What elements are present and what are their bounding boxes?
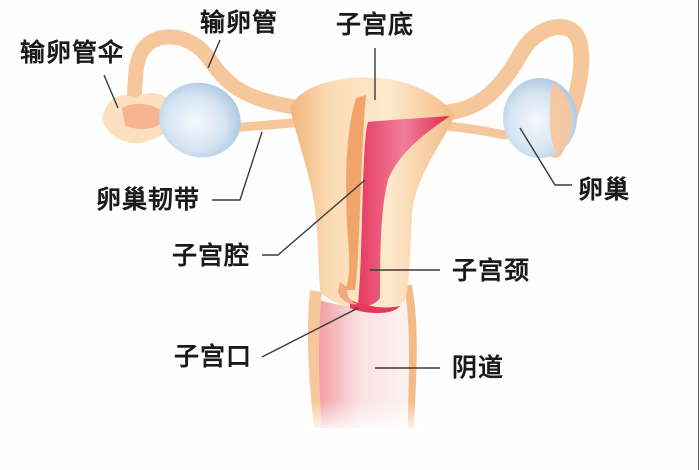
leader-uterine-cavity [262,179,366,256]
label-ovarian-ligament: 卵巢韧带 [96,185,201,214]
label-ovary: 卵巢 [578,175,631,204]
uterus [290,77,455,314]
left-fallopian-tube [122,29,308,118]
label-fundus: 子宫底 [336,10,415,39]
label-vagina: 阴道 [452,353,505,382]
leader-ovarian-ligament [212,131,263,201]
right-fallopian-tube [442,19,590,158]
leader-cervical-os [261,307,359,358]
right-ovarian-ligament [440,121,510,140]
label-fallopian-tube: 输卵管 [200,8,279,37]
leader-ovary [519,127,572,186]
leader-lines [103,39,572,369]
label-fimbriae: 输卵管伞 [20,38,125,67]
leader-fimbriae [103,74,119,109]
label-cervix: 子宫颈 [452,256,531,285]
left-fimbriae [102,93,177,144]
label-uterine-cavity: 子宫腔 [172,241,251,270]
label-cervical-os: 子宫口 [174,342,253,371]
vagina [307,285,417,428]
left-ovary [159,82,241,158]
leader-fallopian-tube [207,39,221,69]
